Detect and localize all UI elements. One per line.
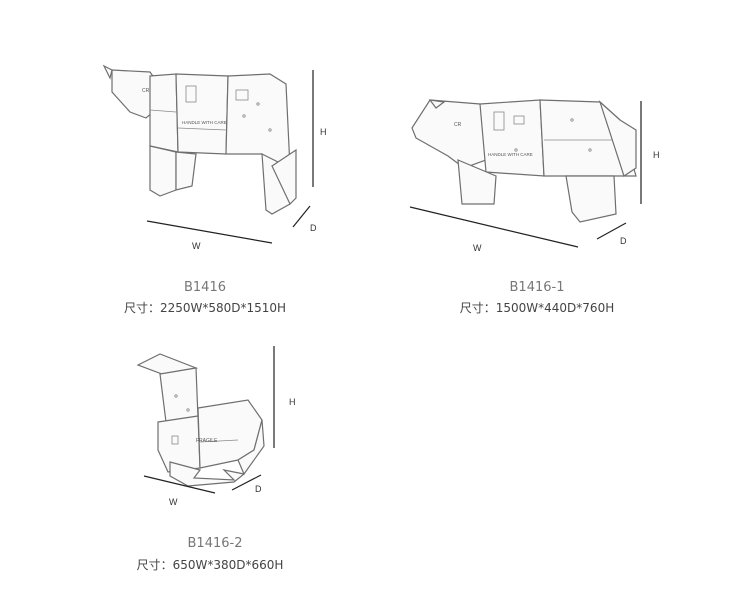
product-goose: FRAGILE W D H B1416-2 尺寸：650W*380D*660H xyxy=(0,330,360,612)
pig-depth-label: D xyxy=(620,236,627,246)
pig-height-label: H xyxy=(653,150,660,160)
cow-crate-handle-text: HANDLE WITH CARE xyxy=(182,120,227,125)
pig-width-line xyxy=(409,206,579,248)
goose-size-spec: 尺寸：650W*380D*660H xyxy=(136,558,284,572)
cow-width-line xyxy=(146,220,273,244)
cow-crate-cr-text: CR xyxy=(142,88,150,94)
goose-sketch-image: FRAGILE xyxy=(136,346,275,494)
cow-width-label: W xyxy=(192,241,201,251)
pig-sketch-image: CR HANDLE WITH CARE xyxy=(409,99,642,248)
cow-product-code: B1416 xyxy=(183,280,226,295)
cow-depth-line xyxy=(292,205,311,228)
goose-depth-label: D xyxy=(255,484,262,494)
pig-product-code: B1416-1 xyxy=(509,280,565,295)
cow-depth-label: D xyxy=(310,223,317,233)
cow-sketch-image: CR HANDLE WITH CARE xyxy=(102,64,314,244)
pig-crate-cr-text: CR xyxy=(454,122,462,128)
cow-size-spec: 尺寸：2250W*580D*1510H xyxy=(123,301,287,315)
cow-height-label: H xyxy=(320,127,327,137)
goose-width-label: W xyxy=(169,497,178,507)
goose-product-code: B1416-2 xyxy=(187,536,243,551)
goose-height-label: H xyxy=(289,397,296,407)
pig-width-label: W xyxy=(473,243,482,253)
goose-width-line xyxy=(143,475,216,494)
product-pig: CR HANDLE WITH CARE W D H B1416-1 尺寸：150… xyxy=(380,0,750,330)
goose-depth-line xyxy=(231,474,262,491)
goose-crate-fragile-text: FRAGILE xyxy=(196,438,218,444)
pig-size-spec: 尺寸：1500W*440D*760H xyxy=(459,301,615,315)
product-cow: CR HANDLE WITH CARE W D H B1416 尺寸：2250W… xyxy=(0,0,360,330)
pig-depth-line xyxy=(596,222,627,240)
pig-crate-handle-text: HANDLE WITH CARE xyxy=(488,152,533,157)
